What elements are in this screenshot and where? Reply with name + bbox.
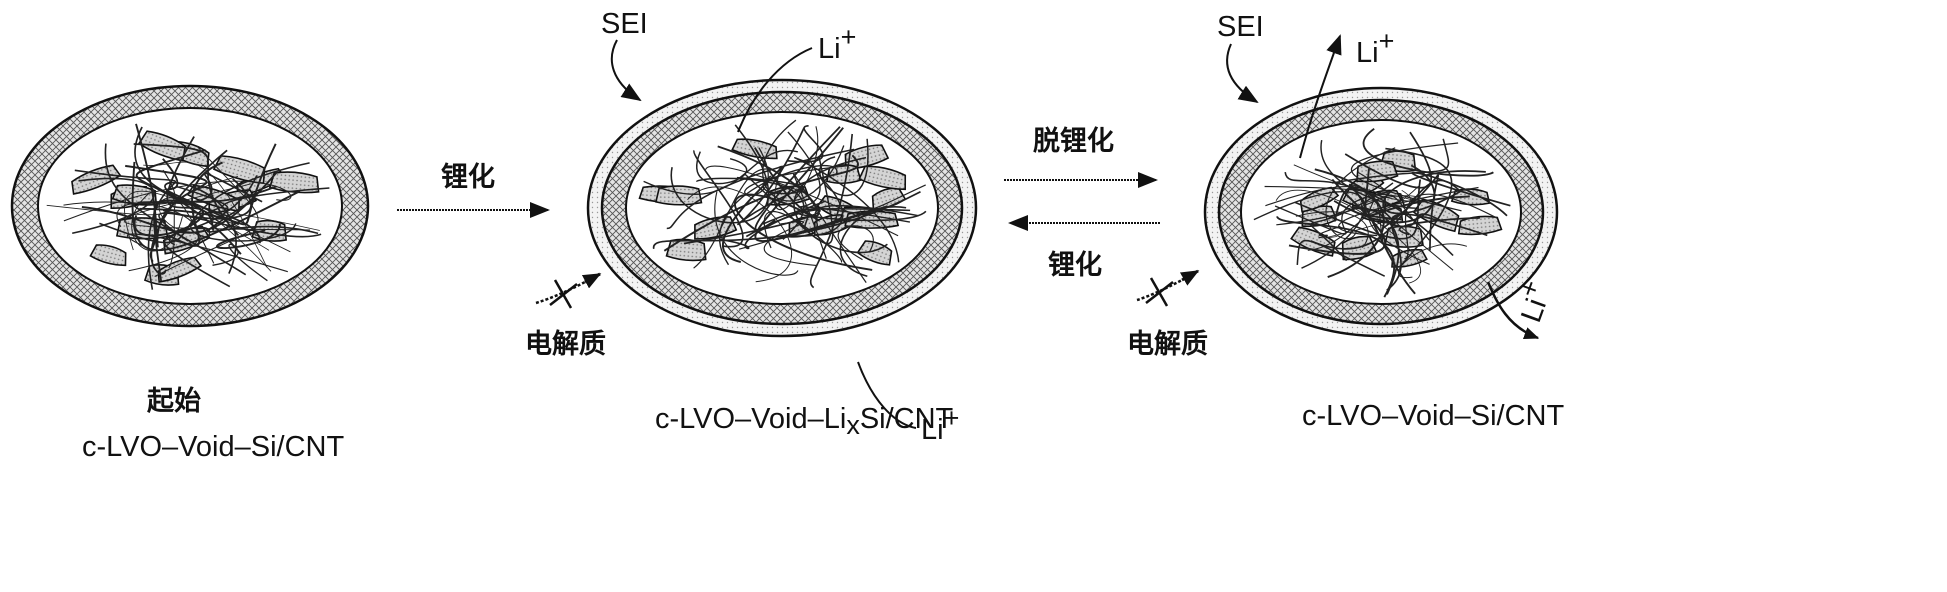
delithiation-label: 脱锂化 [1033,126,1114,157]
start-formula: c-LVO–Void–Si/CNT [82,431,344,463]
li-ion-label: Li+ [818,22,856,65]
lithiated-formula: c-LVO–Void–LixSi/CNT [655,403,954,440]
sei-pointer [1227,44,1257,102]
li-ion-label: Li+ [1356,26,1394,69]
particle-delithiated [1205,88,1557,336]
electrolyte-blocked-arrow [536,274,600,308]
sei-label: SEI [601,8,648,40]
sei-pointer [612,40,640,100]
electrolyte-label: 电解质 [525,329,606,360]
sei-label: SEI [1217,11,1264,43]
start-caption: 起始 [147,385,201,417]
void-core [38,108,342,304]
relithiation-label: 锂化 [1048,250,1102,281]
particle-start [12,86,368,326]
particle-lithiated [588,80,976,336]
final-formula: c-LVO–Void–Si/CNT [1302,400,1564,432]
electrolyte-blocked-arrow [1137,271,1198,306]
electrolyte-label: 电解质 [1127,329,1208,360]
lithiation-label: 锂化 [441,162,495,193]
